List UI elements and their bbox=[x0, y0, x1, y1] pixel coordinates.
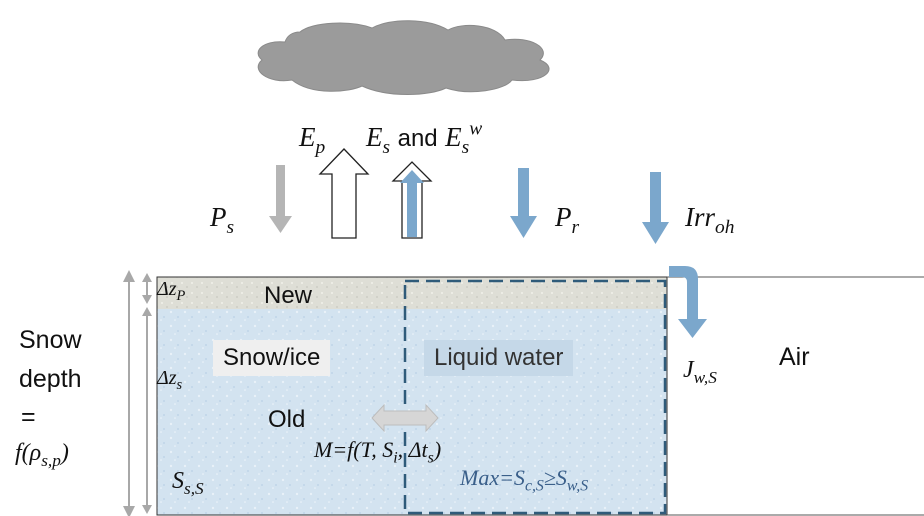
snowpack-outline bbox=[156, 276, 668, 516]
rainfall-arrow bbox=[510, 168, 537, 238]
melt-equation: M=f(T, Si, Δts) bbox=[314, 437, 442, 467]
old-snow-label: Old bbox=[268, 406, 306, 433]
ps-label: Ps bbox=[210, 202, 235, 238]
dz-new-arrow bbox=[142, 273, 152, 304]
new-snow-label: New bbox=[264, 282, 313, 309]
snowfall-arrow bbox=[269, 165, 292, 233]
snow-ice-label: Snow/ice bbox=[213, 340, 331, 376]
liquid-water-box bbox=[403, 279, 667, 515]
cloud-shape bbox=[257, 20, 550, 95]
irrigation-arrow bbox=[642, 172, 669, 244]
ep-label: Ep bbox=[299, 122, 326, 158]
dz-old-label: Δzs bbox=[157, 367, 183, 394]
snow-depth-function: f(ρs,p) bbox=[15, 440, 69, 471]
snow-depth-label-line2: depth bbox=[19, 365, 82, 393]
air-label: Air bbox=[779, 343, 810, 371]
drainage-arrow bbox=[669, 266, 707, 338]
melt-freeze-arrow bbox=[371, 403, 439, 433]
new-snow-layer bbox=[157, 277, 667, 309]
sublimation-arrow-core bbox=[400, 170, 424, 237]
snow-depth-arrow bbox=[123, 270, 135, 516]
es-label: Es and Esw bbox=[366, 118, 483, 158]
air-region-outline bbox=[667, 276, 924, 516]
dz-old-arrow bbox=[142, 307, 152, 514]
pr-label: Pr bbox=[555, 202, 580, 238]
liquid-water-label: Liquid water bbox=[424, 340, 574, 376]
snow-depth-label-line1: Snow bbox=[19, 326, 82, 354]
dz-new-label: ΔzP bbox=[157, 278, 186, 305]
snow-storage-label: Ss,S bbox=[172, 468, 204, 499]
snow-depth-label-equals: = bbox=[21, 403, 36, 431]
irrigation-label: Irroh bbox=[685, 202, 735, 238]
evaporation-arrow-hollow bbox=[318, 148, 370, 239]
drainage-label: Jw,S bbox=[683, 357, 717, 388]
max-storage-equation: Max=Sc,S≥Sw,S bbox=[460, 465, 589, 495]
